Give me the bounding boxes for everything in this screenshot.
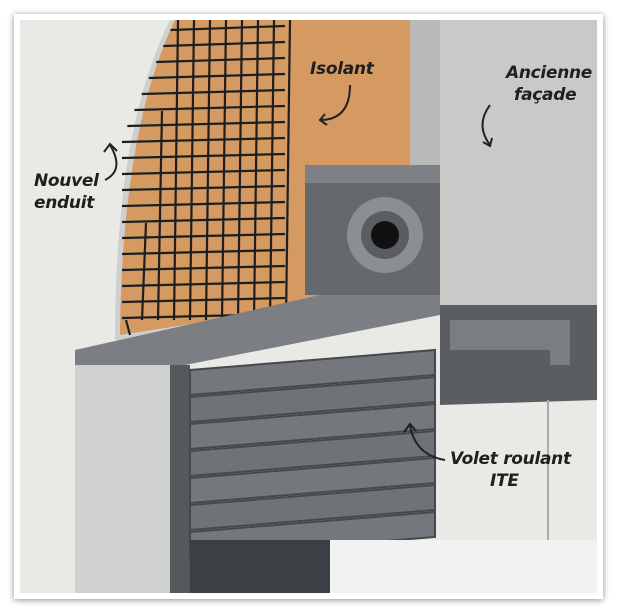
mesh-line (121, 280, 286, 288)
side-rail (170, 365, 190, 593)
mesh-line (236, 20, 244, 321)
mesh-line (121, 232, 286, 240)
shutter-slat (189, 456, 436, 505)
roller-box-ledge (75, 295, 440, 365)
mesh-line (121, 152, 286, 160)
shutter-slat (189, 375, 436, 424)
mesh-line (121, 168, 286, 176)
mesh-line (121, 264, 286, 272)
label-isolant: Isolant (310, 59, 374, 79)
mesh-line (121, 136, 286, 144)
label-line: Volet roulant (450, 449, 571, 469)
mesh-line (121, 248, 286, 256)
arrow-isolant (318, 84, 351, 126)
window-glass (330, 540, 597, 593)
mesh-line (134, 104, 286, 112)
shutter-slat (189, 483, 436, 532)
shutter-slat (189, 429, 436, 478)
arrow-nouvel-enduit (103, 142, 118, 181)
label-volet-roulant-ite: Volet roulant ITE (450, 448, 571, 492)
label-line: façade (514, 85, 577, 105)
label-nouvel-enduit: Nouvel enduit (34, 170, 99, 214)
mesh-line (121, 296, 286, 304)
mesh-line (156, 56, 286, 64)
wall-cross-section-illustration: Nouvel enduit Isolant Ancienne façade Vo… (20, 20, 597, 593)
mesh-line (148, 72, 286, 80)
mesh-line (140, 222, 148, 321)
mesh-line (170, 24, 286, 32)
mesh-line (121, 184, 286, 192)
mesh-line (127, 120, 286, 128)
mesh-line (204, 20, 212, 321)
shutter-slats (189, 348, 436, 559)
window-frame-inner (450, 320, 570, 365)
side-rail-face (75, 365, 185, 593)
old-facade-wall (410, 20, 597, 305)
illustration-svg (20, 20, 597, 593)
window-below (190, 540, 330, 593)
mesh-line (188, 20, 196, 321)
shutter-slat (189, 402, 436, 451)
mesh-line (141, 88, 286, 96)
mesh-line (172, 20, 180, 321)
arrow-volet-roulant (403, 422, 446, 461)
label-line: ITE (490, 471, 519, 491)
mesh-line (121, 216, 286, 224)
roll-core (371, 221, 399, 249)
roller-box-top (305, 165, 440, 183)
label-ancienne-facade: Ancienne façade (506, 62, 592, 106)
mesh-line (121, 200, 286, 208)
reinforcement-mesh (121, 20, 292, 336)
mesh-line (163, 40, 286, 48)
label-line: enduit (34, 193, 95, 213)
mesh-line (124, 319, 132, 336)
mesh-line (220, 20, 228, 321)
label-line: Ancienne (506, 63, 593, 83)
shutter-slat (189, 348, 436, 397)
label-line: Nouvel (34, 171, 99, 191)
arrow-ancienne-facade (481, 104, 493, 148)
mesh-line (284, 20, 292, 321)
